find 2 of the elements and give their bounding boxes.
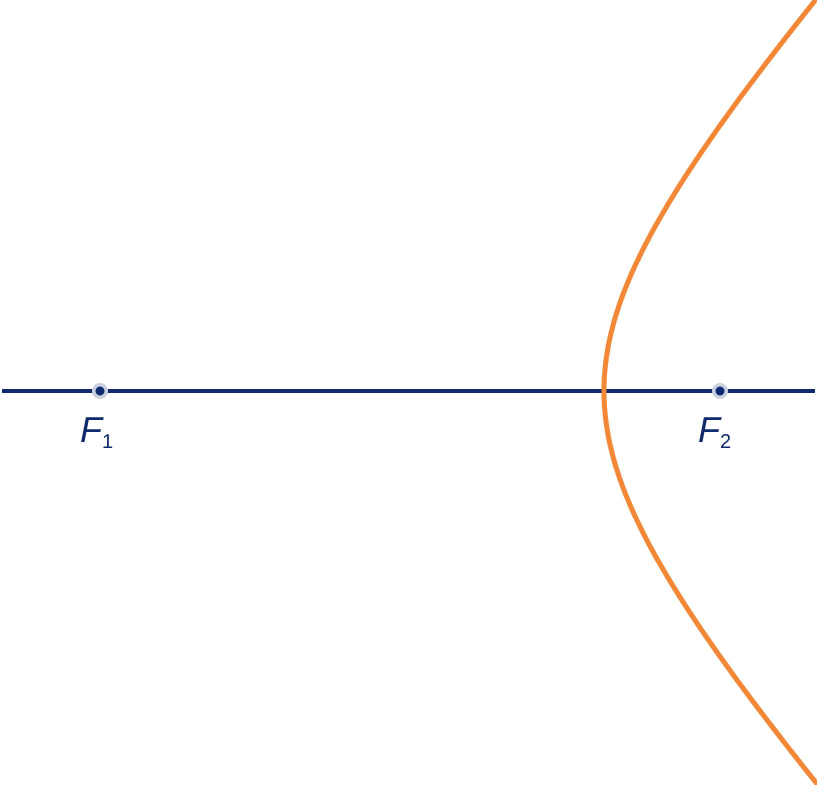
focus-label: F$_{1}$ (80, 412, 114, 452)
focus-label: F$_{2}$ (698, 412, 732, 452)
